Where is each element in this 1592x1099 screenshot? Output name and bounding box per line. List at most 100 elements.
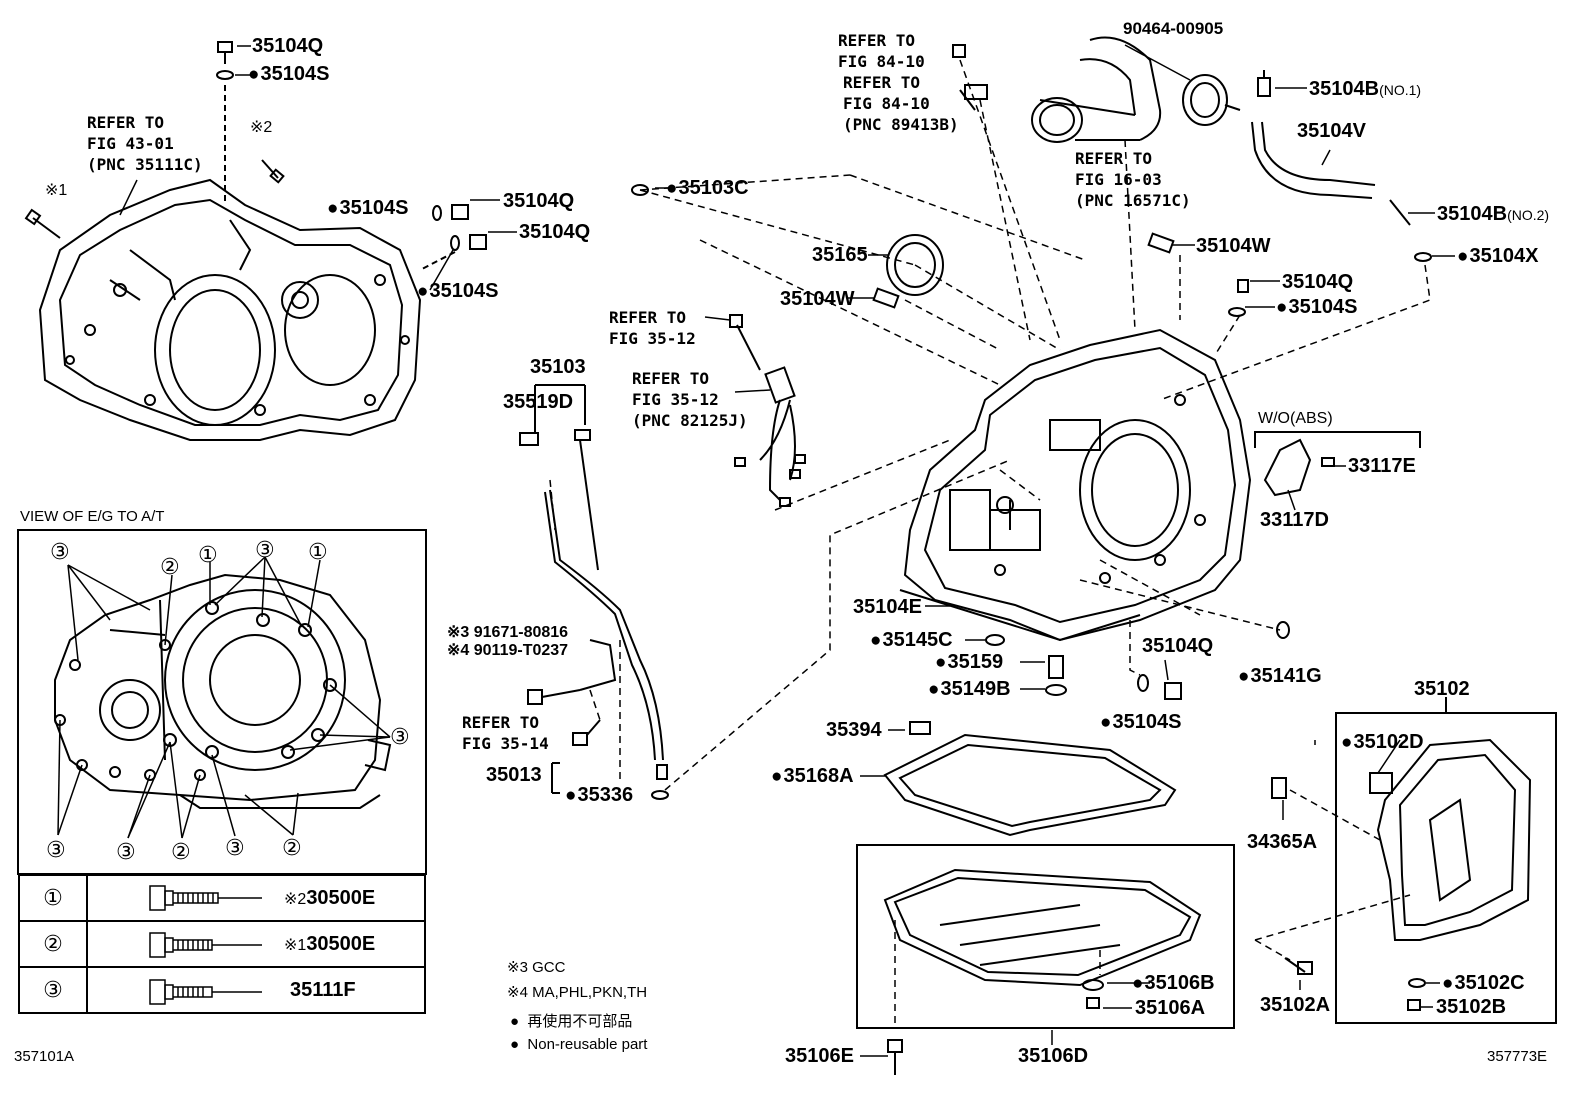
assembly-dashed-lines [549, 59, 1431, 1028]
part-label-90464-00905[interactable]: 90464-00905 [1123, 19, 1224, 38]
view-housing-drawing [54, 573, 392, 809]
converter-housing-drawing [38, 178, 422, 441]
part-number: 35104B [1437, 203, 1508, 225]
reference-note[interactable]: REFER TO FIG 35-12 (PNC 82125J) [632, 369, 748, 430]
legend-jp: ● 再使用不可部品 [510, 1010, 632, 1031]
bullet-icon: ● [510, 1013, 520, 1030]
leader-lines [119, 44, 1455, 1057]
part-label-35102C[interactable]: 35102C [1442, 973, 1524, 993]
part-label-35104Q[interactable]: 35104Q [503, 190, 575, 212]
part-label-35104Q[interactable]: 35104Q [519, 221, 591, 243]
part-label-35104S[interactable]: 35104S [327, 198, 408, 218]
legend-jp-text: 再使用不可部品 [527, 1013, 633, 1030]
reference-note[interactable]: REFER TO FIG 35-14 [462, 713, 549, 753]
small-parts [985, 634, 1182, 700]
marker-2: ② [160, 555, 180, 580]
figure-code-right: 357773E [1487, 1048, 1548, 1065]
bolt-part-label[interactable]: ※130500E [284, 934, 375, 954]
part-label-35104B-no2[interactable]: 35104B(NO.2) [1437, 204, 1549, 224]
part-label-35104W[interactable]: 35104W [780, 288, 855, 310]
part-label-33117E[interactable]: 33117E [1348, 455, 1416, 477]
bullet-icon: ● [510, 1036, 520, 1053]
part-label-35159[interactable]: 35159 [935, 652, 1003, 672]
part-label-35149B[interactable]: 35149B [928, 679, 1010, 699]
view-leader-lines [57, 556, 391, 839]
part-number: 35104B [1309, 78, 1380, 100]
part-label-90119-T0237[interactable]: ※4 90119-T0237 [447, 642, 569, 659]
part-label-35394[interactable]: 35394 [826, 719, 882, 741]
part-label-35106E[interactable]: 35106E [785, 1045, 854, 1067]
part-label-35168A[interactable]: 35168A [771, 766, 853, 786]
bolt-marker: ① [18, 874, 88, 922]
dipstick-drawing [519, 384, 669, 800]
part-label-35104X[interactable]: 35104X [1457, 246, 1538, 266]
part-label-35104E[interactable]: 35104E [853, 596, 922, 618]
reference-note[interactable]: REFER TO FIG 43-01 (PNC 35111C) [87, 113, 203, 174]
hoses-drawing [1031, 36, 1432, 262]
part-label-35104S[interactable]: 35104S [1276, 297, 1357, 317]
legend-en-text: Non-reusable part [527, 1036, 648, 1053]
part-label-35103C[interactable]: 35103C [666, 178, 748, 198]
reference-note[interactable]: REFER TO FIG 16-03 (PNC 16571C) [1075, 149, 1191, 210]
part-label-35104Q[interactable]: 35104Q [252, 35, 324, 57]
part-label-35145C[interactable]: 35145C [870, 630, 952, 650]
part-label-35103[interactable]: 35103 [530, 356, 586, 378]
part-label-91671-80816[interactable]: ※3 91671-80816 [447, 624, 569, 641]
part-qualifier: (NO.1) [1379, 82, 1422, 98]
reference-note[interactable]: REFER TO FIG 35-12 [609, 308, 696, 348]
footnote-marker: ※1 [284, 937, 307, 954]
part-label-33117D[interactable]: 33117D [1260, 509, 1329, 531]
transaxle-case-drawing [899, 328, 1252, 642]
part-label-35519D[interactable]: 35519D [503, 391, 574, 413]
marker-3: ③ [390, 725, 410, 750]
marker-3: ③ [255, 538, 275, 563]
part-label-35104Q[interactable]: 35104Q [1282, 271, 1354, 293]
bolt-marker: ③ [18, 966, 88, 1014]
part-label-35104W[interactable]: 35104W [1196, 235, 1271, 257]
part-label-35013[interactable]: 35013 [486, 764, 542, 786]
part-label-35104Q[interactable]: 35104Q [1142, 635, 1214, 657]
part-label-35106D[interactable]: 35106D [1018, 1045, 1089, 1067]
footnote-4: ※4 MA,PHL,PKN,TH [507, 984, 648, 1001]
part-label-35104S[interactable]: 35104S [1100, 712, 1181, 732]
part-label-35141G[interactable]: 35141G [1238, 666, 1321, 686]
seal-pin-drawing [631, 184, 1249, 317]
part-label-35102[interactable]: 35102 [1414, 678, 1470, 700]
marker-3: ③ [225, 836, 245, 861]
bolt-part-label[interactable]: 35111F [290, 980, 356, 1000]
part-number: 30500E [306, 887, 376, 909]
part-number: 30500E [306, 933, 376, 955]
part-label-35104S[interactable]: 35104S [417, 281, 498, 301]
view-panel-title: VIEW OF E/G TO A/T [20, 508, 165, 525]
bolt-marker: ② [18, 920, 88, 968]
part-label-35104S[interactable]: 35104S [248, 64, 329, 84]
housing-bolts [24, 41, 487, 271]
part-label-35104V[interactable]: 35104V [1297, 120, 1366, 142]
part-label-35104B-no1[interactable]: 35104B(NO.1) [1309, 79, 1421, 99]
figure-code-left: 357101A [14, 1048, 75, 1065]
part-label-35102D[interactable]: 35102D [1341, 732, 1423, 752]
marker-3: ③ [116, 840, 136, 865]
legend-en: ● Non-reusable part [510, 1036, 647, 1053]
part-label-35102A[interactable]: 35102A [1260, 994, 1331, 1016]
part-label-35106B[interactable]: 35106B [1132, 973, 1214, 993]
marker-3: ③ [46, 838, 66, 863]
oil-pan-gasket-drawing [883, 621, 1290, 837]
part-label-34365A[interactable]: 34365A [1247, 831, 1318, 853]
part-label-35165[interactable]: 35165 [812, 244, 868, 266]
marker-2: ② [282, 836, 302, 861]
reference-note[interactable]: REFER TO FIG 84-10 [838, 31, 925, 71]
reference-note[interactable]: REFER TO FIG 84-10 (PNC 89413B) [843, 73, 959, 134]
part-label-35336[interactable]: 35336 [565, 785, 633, 805]
bolt-row: ① ※230500E [18, 874, 426, 922]
oil-pan-drawing [883, 868, 1202, 1075]
bolt-row: ② ※130500E [18, 920, 426, 968]
part-number: 35111F [290, 979, 356, 1001]
bolt-table: ① ※230500E ② ※130500E ③ 35111F [18, 874, 426, 1014]
part-label-35102B[interactable]: 35102B [1436, 996, 1507, 1018]
bolt-part-label[interactable]: ※230500E [284, 888, 375, 908]
variant-label: W/O(ABS) [1258, 410, 1333, 427]
footnote-marker: ※2 [250, 119, 273, 136]
marker-3: ③ [50, 540, 70, 565]
part-label-35106A[interactable]: 35106A [1135, 997, 1206, 1019]
